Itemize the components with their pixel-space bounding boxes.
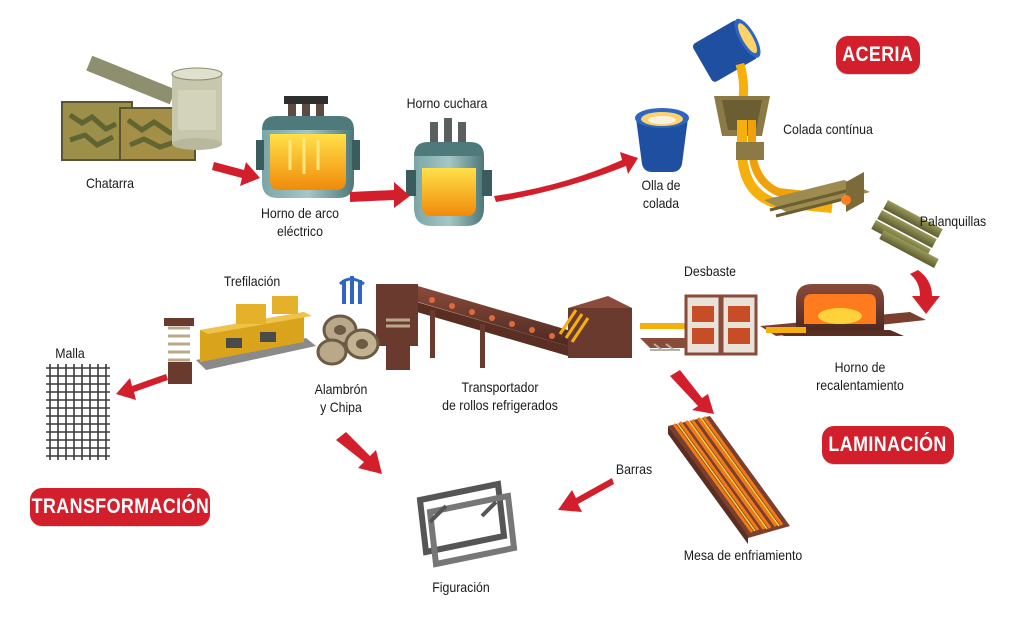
label-malla-text: Malla bbox=[55, 345, 85, 361]
label-barras: Barras bbox=[608, 460, 661, 478]
billets-icon bbox=[871, 200, 943, 268]
cooling-bed-icon bbox=[668, 416, 790, 544]
label-trefilacion-text: Trefilación bbox=[223, 273, 281, 289]
label-horno-arco-line2: eléctrico bbox=[277, 223, 323, 239]
label-alambron-line2: y Chipa bbox=[320, 399, 362, 415]
arrow-furnace-to-ladle-furnace bbox=[350, 182, 410, 208]
arrow-billets-to-reheating bbox=[910, 270, 940, 314]
label-horno-cuchara: Horno cuchara bbox=[399, 94, 496, 112]
label-barras-text: Barras bbox=[615, 461, 653, 477]
label-desbaste-text: Desbaste bbox=[683, 263, 737, 279]
mesh-icon bbox=[46, 364, 110, 460]
label-colada-continua: Colada contínua bbox=[775, 120, 881, 138]
scrap-pile-icon bbox=[61, 55, 223, 161]
label-palanquillas: Palanquillas bbox=[913, 212, 992, 230]
label-malla: Malla bbox=[44, 344, 97, 362]
arrow-rolling-to-cooling-bed bbox=[670, 370, 714, 414]
label-alambron: Alambrón y Chipa bbox=[301, 380, 380, 416]
electric-arc-furnace-icon bbox=[256, 96, 360, 198]
label-horno-arco-line1: Horno de arco bbox=[260, 205, 340, 221]
label-transportador-line1: Transportador bbox=[461, 379, 539, 395]
section-badge-laminacion-text: LAMINACIÓN bbox=[828, 433, 948, 456]
section-badge-laminacion: LAMINACIÓN bbox=[822, 426, 954, 464]
wire-drawing-machine-icon bbox=[164, 296, 316, 384]
label-olla-colada: Olla de colada bbox=[630, 176, 692, 212]
label-desbaste: Desbaste bbox=[675, 262, 745, 280]
label-transportador: Transportador de rollos refrigerados bbox=[430, 378, 571, 414]
arrow-wire-drawing-to-mesh bbox=[116, 374, 168, 400]
label-chatarra-text: Chatarra bbox=[86, 175, 134, 191]
label-chatarra: Chatarra bbox=[75, 174, 145, 192]
ladle-furnace-icon bbox=[406, 118, 492, 226]
section-badge-aceria-text: ACERIA bbox=[842, 43, 914, 66]
label-colada-text: Colada contínua bbox=[783, 121, 873, 137]
roughing-mill-icon bbox=[640, 294, 758, 356]
label-horno-arco: Horno de arco eléctrico bbox=[247, 204, 353, 240]
label-mesa-enfriamiento: Mesa de enfriamiento bbox=[677, 546, 809, 564]
reheating-furnace-icon bbox=[760, 284, 926, 336]
wire-rod-coils-icon bbox=[316, 276, 410, 370]
label-horno-recal-line2: recalentamiento bbox=[816, 377, 904, 393]
section-badge-transformacion-text: TRANSFORMACIÓN bbox=[31, 495, 209, 518]
label-olla-line1: Olla de bbox=[641, 177, 681, 193]
rebar-figuration-icon bbox=[416, 480, 518, 568]
label-horno-recal-line1: Horno de bbox=[834, 359, 886, 375]
arrow-bars-to-figuration bbox=[558, 478, 614, 512]
label-mesa-text: Mesa de enfriamiento bbox=[683, 547, 803, 563]
section-badge-transformacion: TRANSFORMACIÓN bbox=[30, 488, 210, 526]
arrow-wire-rod-to-figuration bbox=[336, 432, 382, 474]
label-trefilacion: Trefilación bbox=[217, 272, 287, 290]
label-figuracion-text: Figuración bbox=[432, 579, 490, 595]
arrow-ladle-furnace-to-casting-ladle bbox=[494, 152, 638, 202]
label-alambron-line1: Alambrón bbox=[314, 381, 368, 397]
label-palanquillas-text: Palanquillas bbox=[919, 213, 987, 229]
arrow-scrap-to-furnace bbox=[212, 162, 260, 186]
label-olla-line2: colada bbox=[642, 195, 680, 211]
casting-ladle-icon bbox=[635, 108, 689, 172]
cooling-conveyor-icon bbox=[376, 284, 632, 368]
label-figuracion: Figuración bbox=[421, 578, 500, 596]
label-transportador-line2: de rollos refrigerados bbox=[442, 397, 558, 413]
label-horno-recalentamiento: Horno de recalentamiento bbox=[807, 358, 913, 394]
process-arrows bbox=[116, 152, 940, 512]
section-badge-aceria: ACERIA bbox=[836, 36, 920, 74]
label-horno-cuchara-text: Horno cuchara bbox=[406, 95, 488, 111]
continuous-casting-icon bbox=[692, 18, 870, 218]
